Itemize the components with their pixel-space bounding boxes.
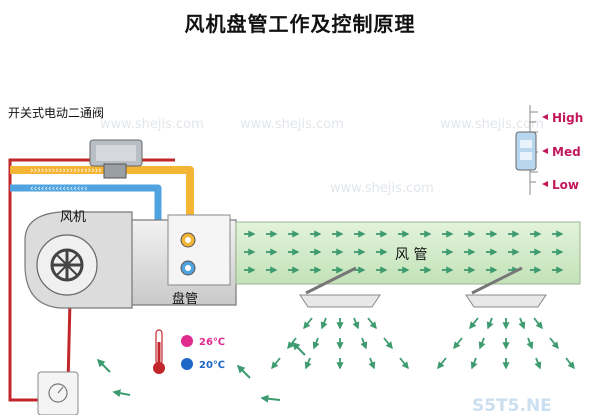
diffuser-right: [465, 266, 547, 308]
supply-arrow: [534, 357, 542, 370]
supply-arrow: [470, 357, 478, 370]
speed-high-label: High: [552, 111, 583, 125]
fan-label: 风机: [60, 210, 87, 225]
coil-box: [167, 214, 231, 286]
supply-arrow: [360, 337, 368, 350]
supply-arrow: [352, 317, 360, 330]
supply-arrow: [526, 337, 534, 350]
return-air-arrows: [96, 341, 306, 403]
supply-arrow: [399, 357, 409, 370]
svg-text:››››››››››››››››››››: ››››››››››››››››››››: [30, 166, 102, 176]
cold-dot: [181, 358, 193, 370]
speed-pointers: [542, 114, 548, 187]
supply-arrow: [304, 357, 312, 370]
supply-arrow: [303, 317, 313, 330]
hot-temp: 26℃: [199, 337, 225, 348]
supply-arrow: [518, 317, 526, 330]
speed-switch: [515, 105, 538, 195]
cold-temp: 20℃: [199, 360, 225, 371]
thermometer-icon: [153, 329, 165, 374]
supply-arrow: [320, 317, 328, 330]
coil-label: 盘管: [172, 292, 199, 307]
watermark-3: www.shejis.com: [440, 117, 544, 132]
supply-arrow: [437, 357, 447, 370]
watermark-4: www.shejis.com: [330, 181, 434, 196]
supply-arrow: [287, 337, 297, 350]
svg-text:‹‹‹‹‹‹‹‹‹‹‹‹‹‹‹‹: ‹‹‹‹‹‹‹‹‹‹‹‹‹‹‹‹: [30, 184, 88, 194]
speed-med-label: Med: [552, 145, 581, 159]
supply-arrow: [367, 317, 377, 330]
watermark-1: www.shejis.com: [100, 117, 204, 132]
duct-airflow-arrows: [244, 230, 564, 274]
supply-arrow: [368, 357, 376, 370]
diffuser-left: [299, 266, 381, 308]
supply-arrow: [549, 337, 559, 350]
valve-icon: [89, 139, 143, 179]
supply-arrow: [383, 337, 393, 350]
page-title: 风机盘管工作及控制原理: [184, 12, 416, 36]
supply-arrow: [565, 357, 575, 370]
fan-icon: [24, 211, 133, 309]
supply-arrow: [453, 337, 463, 350]
hot-dot: [181, 335, 193, 347]
supply-arrow: [478, 337, 486, 350]
supply-arrow: [271, 357, 281, 370]
supply-airflow-arrows: [271, 317, 575, 370]
supply-arrow: [533, 317, 543, 330]
speed-low-label: Low: [552, 178, 579, 192]
corner-watermark: S5T5.NE: [472, 396, 552, 415]
thermostat-icon: [37, 371, 79, 416]
watermark-2: www.shejis.com: [240, 117, 344, 132]
supply-arrow: [469, 317, 479, 330]
coil-ports: [180, 232, 196, 276]
supply-arrow: [312, 337, 320, 350]
supply-arrow: [486, 317, 494, 330]
valve-label: 开关式电动二通阀: [8, 106, 105, 120]
watermark-group: www.shejis.com www.shejis.com www.shejis…: [100, 117, 544, 196]
control-wire: [66, 299, 72, 386]
pipe-flow-arrows: ›››››››››››››››››››› ‹‹‹‹‹‹‹‹‹‹‹‹‹‹‹‹: [30, 166, 102, 194]
duct-label: 风 管: [395, 247, 428, 263]
